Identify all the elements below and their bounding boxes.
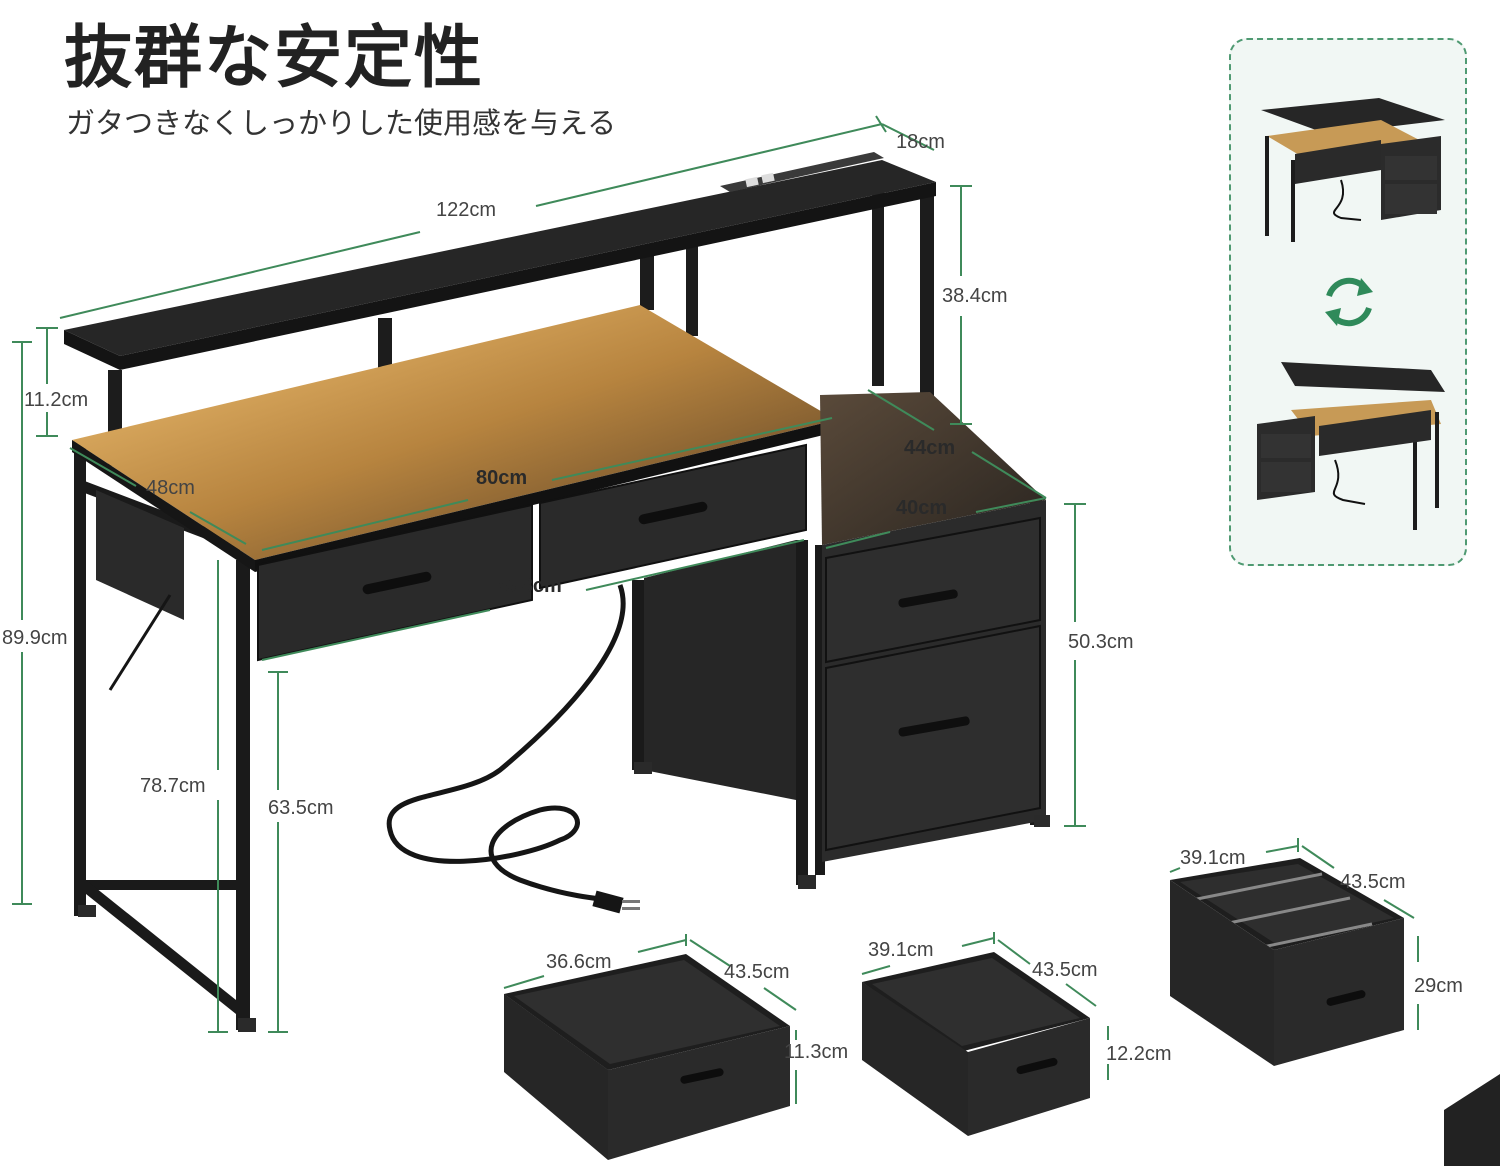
drawer-medium-height: 12.2cm	[1106, 1043, 1172, 1065]
label-cabinet-width: 40cm	[896, 497, 947, 519]
label-cabinet-height: 50.3cm	[1068, 631, 1134, 653]
label-hutch-leg: 11.2cm	[24, 389, 88, 411]
side-bag	[96, 490, 184, 620]
plug-icon	[592, 890, 640, 914]
drawer-large-width: 39.1cm	[1180, 847, 1246, 869]
page-title: 抜群な安定性	[64, 19, 485, 98]
drawer-medium-width: 39.1cm	[868, 939, 934, 961]
dimension-lines	[12, 115, 1086, 1033]
hutch-top	[64, 152, 936, 370]
rotate-swap-icon	[1325, 277, 1373, 327]
label-desktop-width: 80cm	[476, 467, 527, 489]
drawer-large-depth: 43.5cm	[1340, 871, 1406, 893]
drawer-small-height: 11.3cm	[784, 1041, 848, 1063]
file-cabinet	[820, 392, 1046, 862]
reversible-layout-panel	[1229, 38, 1467, 566]
open-cabinet	[644, 540, 796, 800]
desk-feet	[78, 762, 1050, 1032]
dimension-labels: 122cm 18cm 38.4cm 11.2cm 48cm 80cm 75.8c…	[2, 131, 1134, 819]
desk-variant-right	[1261, 98, 1445, 242]
label-knee-height: 63.5cm	[268, 797, 334, 819]
label-under-width: 75.8cm	[494, 575, 562, 597]
drawer-large: 39.1cm 43.5cm 29cm	[1169, 838, 1463, 1066]
drawer-medium: 39.1cm 43.5cm 12.2cm	[861, 932, 1172, 1136]
label-total-height: 89.9cm	[2, 627, 68, 649]
label-hutch-width: 122cm	[436, 199, 496, 221]
desk-variant-left	[1257, 362, 1445, 530]
hutch-posts	[108, 186, 934, 466]
power-cord	[386, 584, 626, 903]
drawer-small-width: 36.6cm	[546, 951, 612, 973]
drawer-large-height: 29cm	[1414, 975, 1463, 997]
label-cabinet-depth: 44cm	[904, 437, 955, 459]
drawer-small: 36.6cm 43.5cm 11.3cm	[503, 934, 848, 1160]
label-hutch-depth: 18cm	[896, 131, 945, 153]
drawer-medium-depth: 43.5cm	[1032, 959, 1098, 981]
reversible-illustration	[1257, 98, 1445, 530]
desktop-surface	[72, 305, 836, 560]
label-desk-depth: 48cm	[146, 477, 195, 499]
drawer-edge-partial	[1444, 1074, 1500, 1166]
left-cord	[108, 594, 172, 691]
label-hutch-height: 38.4cm	[942, 285, 1008, 307]
drawer-small-depth: 43.5cm	[724, 961, 790, 983]
desk-drawers	[257, 443, 807, 662]
power-strip-icon	[720, 152, 884, 192]
page-subtitle: ガタつきなくしっかりした使用感を与える	[66, 106, 617, 140]
label-desk-height: 78.7cm	[140, 775, 206, 797]
